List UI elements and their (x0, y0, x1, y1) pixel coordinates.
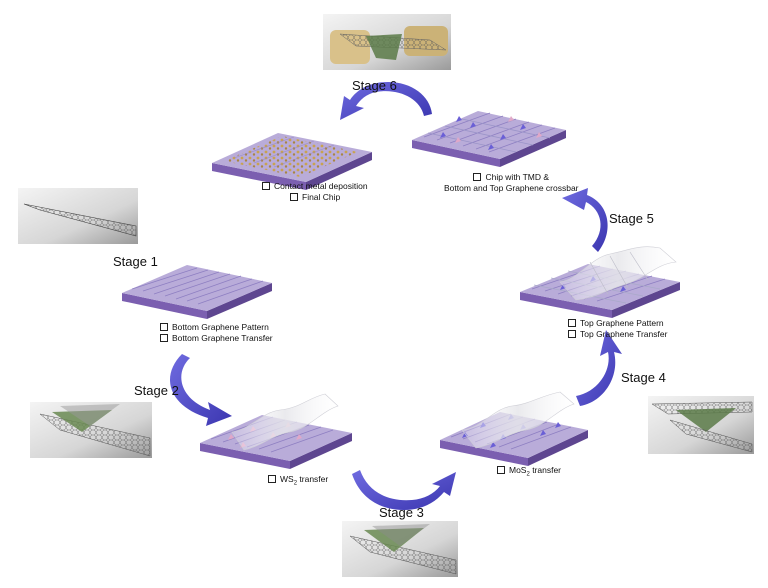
checkbox-icon (160, 334, 168, 342)
checkbox-icon (290, 193, 298, 201)
thumbnail-stage6 (323, 14, 451, 70)
chip-stage3 (440, 391, 588, 466)
checkbox-icon (497, 466, 505, 474)
caption-bottom-graphene-transfer: Bottom Graphene Transfer (172, 333, 273, 343)
caption-ws2-sub: 2 (293, 480, 298, 487)
cycle-arrow-icon (169, 82, 622, 510)
thumbnail-stage3 (342, 521, 458, 577)
caption-mos2-sub: 2 (526, 471, 530, 478)
caption-stage6: Contact metal deposition Final Chip (262, 181, 368, 203)
stage3-label: Stage 3 (379, 505, 424, 520)
checkbox-icon (568, 319, 576, 327)
caption-stage5: Chip with TMD & Bottom and Top Graphene … (444, 172, 579, 194)
caption-top-graphene-transfer: Top Graphene Transfer (580, 329, 668, 339)
checkbox-icon (160, 323, 168, 331)
thumbnail-stage4 (648, 396, 754, 454)
stage6-label: Stage 6 (352, 78, 397, 93)
chip-stage1 (122, 265, 272, 319)
caption-stage3: MoS2 transfer (497, 465, 561, 481)
stage5-label: Stage 5 (609, 211, 654, 226)
checkbox-icon (473, 173, 482, 181)
checkbox-icon (568, 330, 576, 338)
caption-stage4: Top Graphene Pattern Top Graphene Transf… (568, 318, 667, 340)
caption-mos2-pre: MoS (509, 465, 527, 475)
caption-contact-metal-deposition: Contact metal deposition (274, 181, 368, 191)
caption-mos2-post: transfer (529, 465, 562, 475)
checkbox-icon (262, 182, 270, 190)
chip-stage2 (200, 393, 352, 469)
chip-stage4 (520, 246, 680, 318)
caption-ws2-pre: WS (280, 474, 294, 484)
thumbnail-stage1 (18, 188, 138, 244)
caption-stage1: Bottom Graphene Pattern Bottom Graphene … (160, 322, 273, 344)
stage4-label: Stage 4 (621, 370, 666, 385)
caption-top-graphene-pattern: Top Graphene Pattern (580, 318, 664, 328)
thumbnail-stage2 (30, 402, 152, 458)
caption-chip-with-tmd: Chip with TMD & (485, 172, 550, 182)
caption-stage2: WS2 transfer (268, 474, 328, 490)
chip-stage6 (212, 133, 372, 190)
stage2-label: Stage 2 (134, 383, 179, 398)
checkbox-icon (268, 475, 276, 483)
caption-bottom-graphene-pattern: Bottom Graphene Pattern (172, 322, 269, 332)
caption-ws2-post: transfer (297, 474, 329, 484)
caption-crossbar: Bottom and Top Graphene crossbar (444, 183, 579, 193)
chip-stage5 (412, 111, 566, 167)
stage1-label: Stage 1 (113, 254, 158, 269)
caption-final-chip: Final Chip (302, 192, 341, 202)
